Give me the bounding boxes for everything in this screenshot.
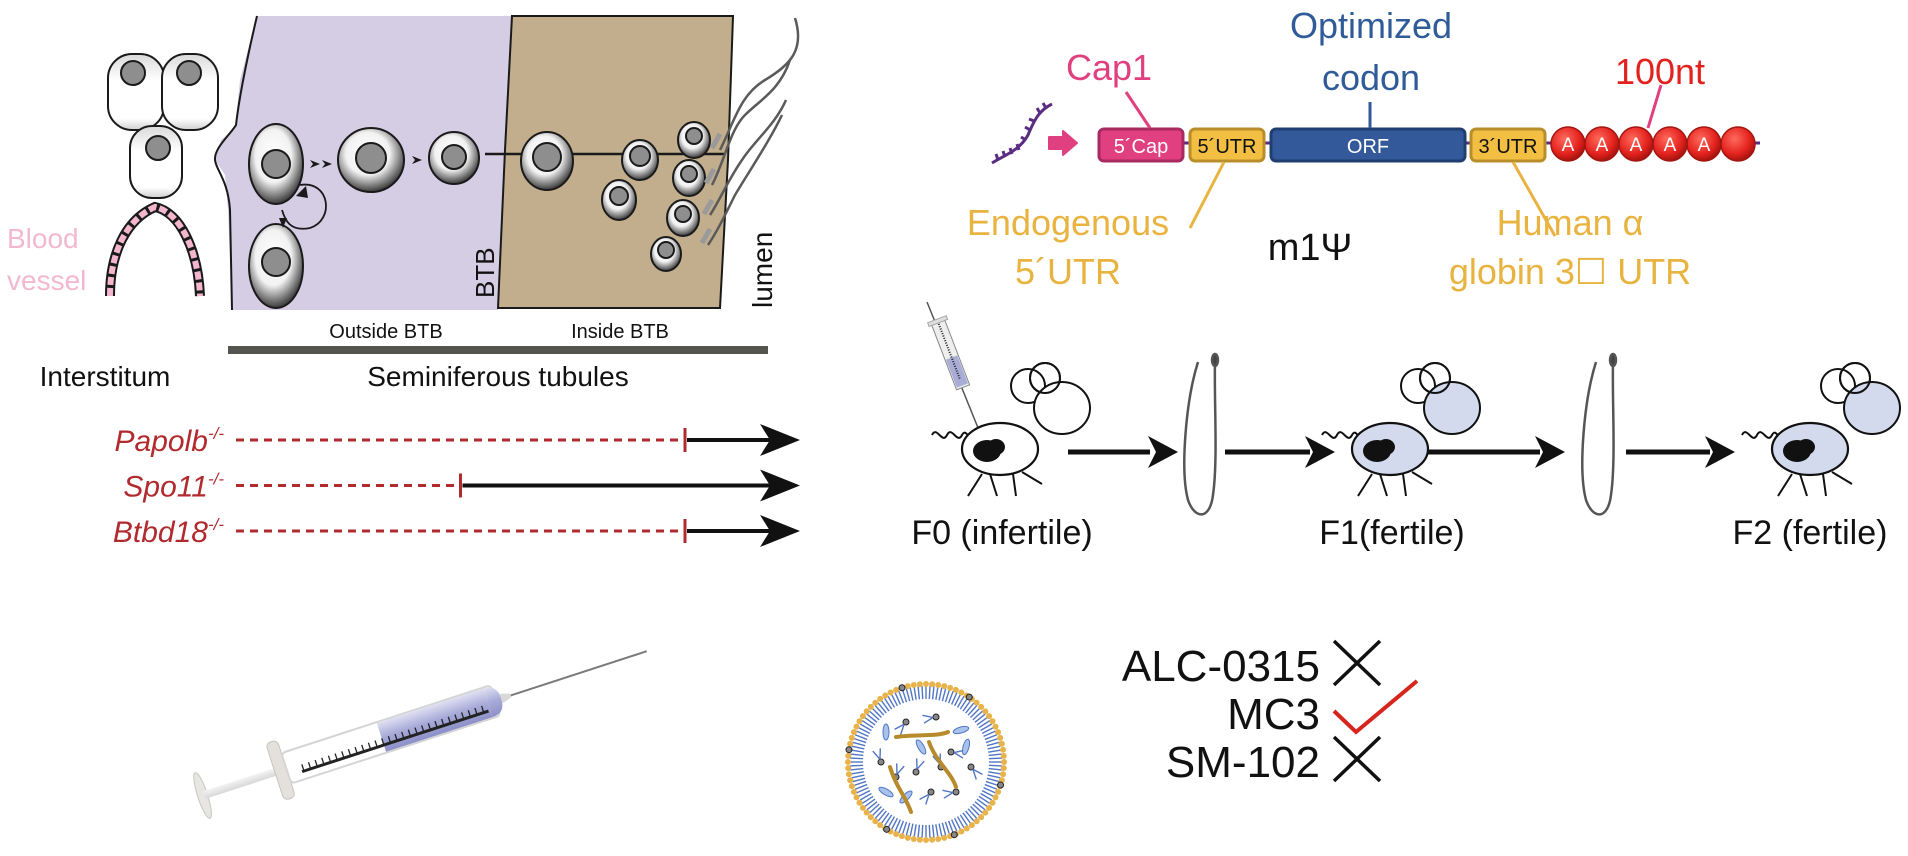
blood-vessel-label-2: vessel [7, 265, 86, 296]
cap1-leader-line [1124, 91, 1152, 129]
encapsulated-mrna [888, 730, 958, 814]
testis-panel: Blood vessel [7, 15, 800, 392]
lnp-core [848, 684, 1004, 840]
arrow-head-icon [760, 515, 800, 547]
spermatocyte-cells [520, 121, 711, 272]
generation-label: F1(fertile) [1319, 514, 1464, 552]
polya-length-label: 100nt [1615, 51, 1705, 92]
polya-leader-line [1646, 84, 1663, 129]
gene-name: Btbd18 [113, 516, 208, 549]
outside-btb-label: Outside BTB [329, 321, 442, 343]
cross-icon [1332, 639, 1382, 687]
check-icon [1332, 679, 1419, 735]
inside-btb-label: Inside BTB [571, 321, 669, 343]
formulation-name: MC3 [1227, 690, 1320, 739]
lumen-label: lumen [747, 232, 778, 308]
mice: F0 (infertile) F1(fertile) F2 (fertile) [911, 362, 1901, 552]
generation-label: F0 (infertile) [911, 514, 1092, 552]
svg-text:5´UTR: 5´UTR [1198, 136, 1257, 158]
gene-name: Papolb [115, 425, 208, 458]
svg-text:A: A [1698, 135, 1711, 156]
sperm-flagella [699, 17, 800, 246]
interstitum-label: Interstitum [40, 361, 171, 392]
mrna-arrow-icon [1048, 130, 1078, 156]
polya-bead: A [1584, 126, 1620, 162]
mouse-f1 [1321, 362, 1481, 497]
gene-name: Spo11 [123, 471, 208, 504]
cross-icon [1332, 735, 1382, 783]
mouse-f0 [931, 362, 1091, 497]
arrow-head-icon [760, 469, 800, 502]
knockout-gene-label: Papolb-/- [115, 424, 225, 458]
large-syringe-illustration [193, 650, 648, 819]
knockout-row: Papolb-/- [115, 424, 800, 458]
formulation-row: SM-102 [1166, 735, 1382, 787]
generation-label: F2 (fertile) [1733, 514, 1888, 552]
spermatogonia-cells [248, 123, 480, 309]
arrow-head-icon [760, 424, 800, 456]
mouse-f2 [1741, 362, 1901, 497]
svg-text:A: A [1596, 135, 1609, 156]
knockout-rows: Papolb-/-Spo11-/-Btbd18-/- [113, 424, 800, 549]
svg-text:A: A [1664, 135, 1677, 156]
utr5-description-line2: 5´UTR [1015, 251, 1121, 292]
polya-bead: A [1618, 126, 1654, 162]
svg-text:A: A [1630, 135, 1643, 156]
formulation-row: MC3 [1227, 679, 1419, 739]
segment-3utr: 3´UTR [1469, 127, 1547, 163]
svg-text:A: A [1562, 135, 1575, 156]
blood-vessel-label: Blood [7, 223, 79, 254]
knockout-gene-label: Spo11-/- [123, 470, 224, 504]
utr3-leader-line [1511, 161, 1557, 237]
blood-vessel [105, 201, 205, 297]
knockout-row: Spo11-/- [123, 469, 800, 504]
segment-5utr: 5´UTR [1188, 127, 1266, 163]
optimized-label: Optimized [1290, 5, 1452, 46]
modification-label: m1Ψ [1268, 227, 1353, 269]
formulation-row: ALC-0315 [1122, 639, 1382, 691]
basement-membrane-line [214, 15, 258, 311]
syringe-graduation-ticks [301, 705, 485, 772]
polya-bead: A [1550, 126, 1586, 162]
genotype-superscript: -/- [208, 424, 224, 443]
lipid-nanoparticle-illustration [845, 681, 1007, 843]
knockout-gene-label: Btbd18-/- [113, 515, 224, 549]
formulation-name: ALC-0315 [1122, 642, 1320, 691]
utr5-description-line1: Endogenous [967, 202, 1169, 243]
polya-bead: A [1652, 126, 1688, 162]
polya-bead [1720, 126, 1756, 162]
utr3-description-line2: globin 3☐ UTR [1449, 251, 1691, 292]
utr3-description-line1: Human α [1497, 202, 1644, 243]
svg-text:3´UTR: 3´UTR [1479, 136, 1538, 158]
seminiferous-tubules-label: Seminiferous tubules [367, 361, 628, 392]
svg-text:ORF: ORF [1347, 136, 1389, 158]
genotype-superscript: -/- [208, 515, 224, 534]
lipid-bilayer [845, 681, 1007, 843]
codon-label: codon [1322, 57, 1420, 98]
knockout-row: Btbd18-/- [113, 515, 800, 549]
interstitial-cells [107, 53, 219, 199]
injection-syringe-icon [926, 301, 988, 451]
segment-5cap: 5´Cap [1097, 127, 1185, 163]
btb-label: BTB [470, 247, 500, 298]
polya-bead: A [1686, 126, 1722, 162]
segment-orf: ORF [1269, 127, 1467, 163]
sperm-icon-2 [1581, 352, 1618, 516]
cap1-label: Cap1 [1066, 47, 1152, 88]
svg-text:5´Cap: 5´Cap [1114, 136, 1168, 158]
mrna-strand-icon [991, 102, 1053, 165]
sperm-icon [1183, 352, 1220, 516]
formulation-name: SM-102 [1166, 738, 1320, 787]
genotype-superscript: -/- [208, 470, 224, 489]
adluminal-compartment-region [496, 15, 735, 309]
seminiferous-tubule-bracket [228, 346, 768, 354]
utr5-leader-line [1188, 161, 1226, 229]
